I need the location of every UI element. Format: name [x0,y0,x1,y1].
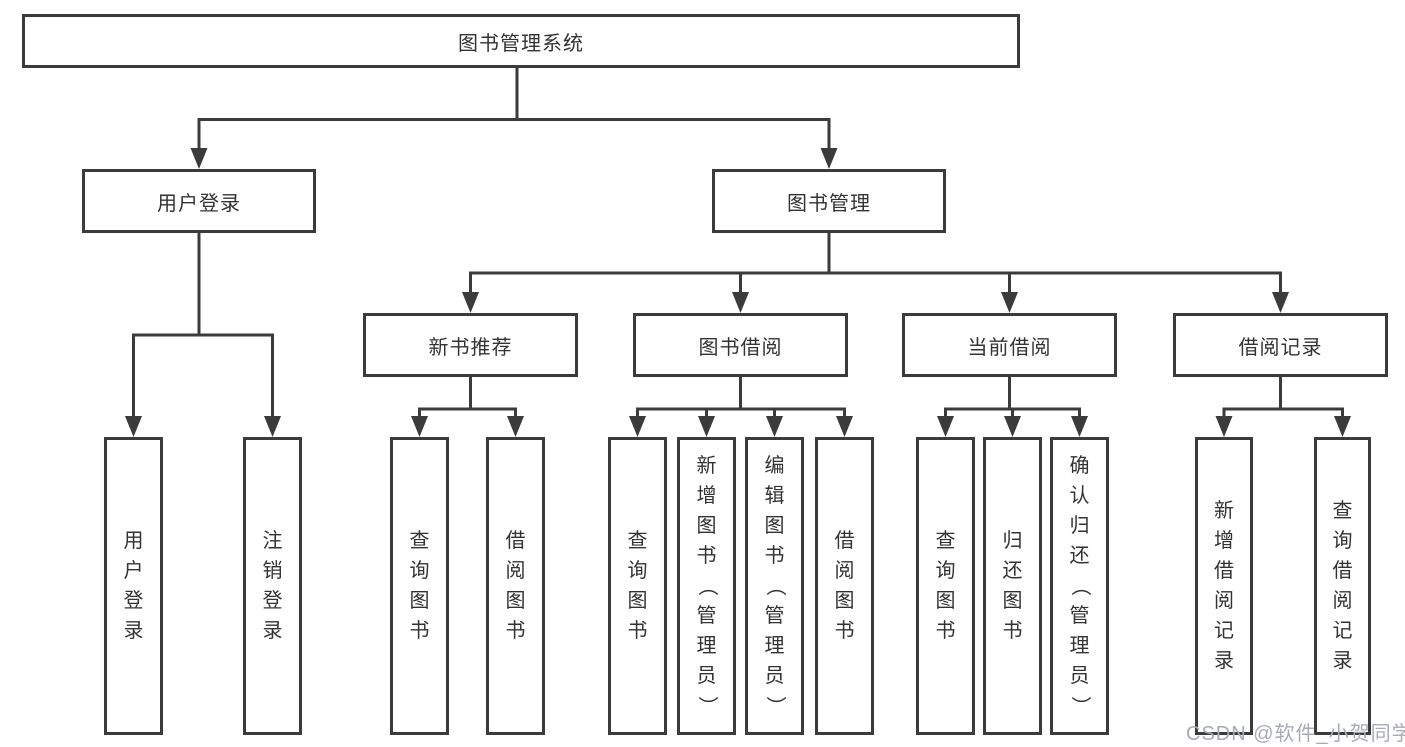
node-user-login-label: 用户登录 [157,192,241,215]
leaf-confirm-return-admin-label: 确认归还（管理员） [1068,455,1091,716]
leaf-return-book: 归还图书 [983,437,1042,735]
node-current-borrow: 当前借阅 [902,313,1117,377]
node-book-management-label: 图书管理 [787,192,871,215]
node-new-book-recommend-label: 新书推荐 [428,336,513,359]
node-book-borrow: 图书借阅 [633,313,848,377]
node-book-management: 图书管理 [712,169,946,233]
leaf-query-books-current: 查询图书 [916,437,975,735]
leaf-borrow-books-borrow-label: 借阅图书 [834,530,855,642]
node-root: 图书管理系统 [22,14,1020,68]
leaf-borrow-books-recommend-label: 借阅图书 [505,530,526,642]
leaf-logout: 注销登录 [243,437,302,735]
leaf-edit-book-admin-label: 编辑图书（管理员） [763,455,786,716]
leaf-query-books-recommend: 查询图书 [390,437,449,735]
leaf-add-borrow-record: 新增借阅记录 [1195,437,1253,735]
node-root-label: 图书管理系统 [458,32,584,55]
leaf-borrow-books-recommend: 借阅图书 [486,437,545,735]
node-borrow-records: 借阅记录 [1173,313,1388,377]
leaf-logout-label: 注销登录 [262,530,283,642]
leaf-query-borrow-record: 查询借阅记录 [1314,437,1371,735]
leaf-user-login-label: 用户登录 [123,530,144,642]
leaf-edit-book-admin: 编辑图书（管理员） [745,437,804,735]
watermark-text: CSDN @软件_小贺同学 [1186,723,1405,745]
node-book-borrow-label: 图书借阅 [698,336,783,359]
leaf-borrow-books-borrow: 借阅图书 [815,437,874,735]
node-user-login: 用户登录 [82,169,316,233]
leaf-query-books-borrow: 查询图书 [608,437,667,735]
leaf-query-books-current-label: 查询图书 [935,530,956,642]
node-new-book-recommend: 新书推荐 [363,313,578,377]
leaf-user-login: 用户登录 [104,437,163,735]
leaf-confirm-return-admin: 确认归还（管理员） [1050,437,1109,735]
leaf-add-borrow-record-label: 新增借阅记录 [1214,500,1234,672]
leaf-query-borrow-record-label: 查询借阅记录 [1332,500,1353,672]
leaf-add-book-admin-label: 新增图书（管理员） [695,455,718,716]
node-borrow-records-label: 借阅记录 [1238,336,1323,359]
node-current-borrow-label: 当前借阅 [967,336,1052,359]
leaf-query-books-recommend-label: 查询图书 [409,530,430,642]
leaf-return-book-label: 归还图书 [1002,530,1023,642]
leaf-add-book-admin: 新增图书（管理员） [677,437,736,735]
leaf-query-books-borrow-label: 查询图书 [627,530,648,642]
